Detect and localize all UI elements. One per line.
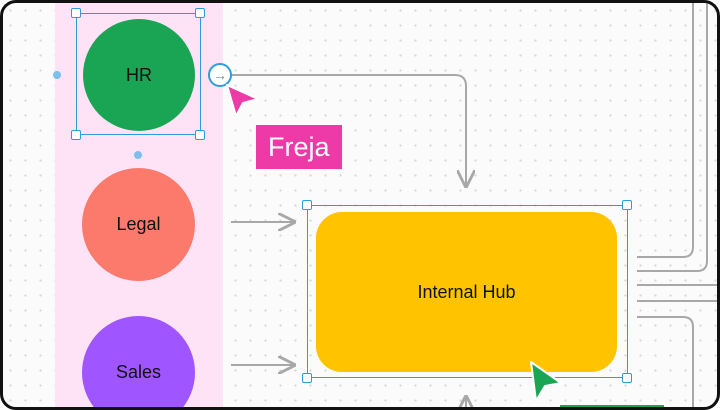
hr-node-label: HR (126, 64, 152, 85)
connector-hr-to-hub[interactable] (232, 74, 466, 186)
collaborator-name-tag: Freja (256, 125, 342, 169)
resize-handle[interactable] (302, 200, 312, 210)
internal-hub-node[interactable]: Internal Hub (316, 212, 617, 372)
sales-node-label: Sales (115, 362, 162, 382)
resize-handle[interactable] (622, 373, 632, 383)
hr-selection-box (76, 13, 201, 135)
collaborator-tag-green (560, 405, 664, 407)
resize-handle[interactable] (622, 200, 632, 210)
connection-point[interactable] (134, 151, 142, 159)
connection-point[interactable] (53, 71, 61, 79)
connector-hub-out-2[interactable] (637, 3, 708, 272)
resize-handle[interactable] (71, 130, 81, 140)
connectors-layer (231, 3, 717, 410)
legal-node[interactable]: Legal (82, 168, 195, 281)
connector-hub-out-1[interactable] (637, 3, 694, 258)
sales-node[interactable]: Sales (82, 316, 195, 407)
resize-handle[interactable] (302, 373, 312, 383)
internal-hub-label: Internal Hub (417, 281, 516, 302)
legal-node-label: Legal (116, 214, 161, 234)
add-connector-button[interactable]: → (208, 63, 232, 87)
collaborator-name: Freja (268, 131, 330, 162)
hub-selection-box (307, 205, 628, 378)
connector-hub-out-5[interactable] (637, 316, 694, 410)
resize-handle[interactable] (195, 8, 205, 18)
hr-node[interactable]: HR (83, 19, 195, 131)
resize-handle[interactable] (71, 8, 81, 18)
arrow-right-circle-icon: → (213, 67, 227, 83)
resize-handle[interactable] (195, 130, 205, 140)
